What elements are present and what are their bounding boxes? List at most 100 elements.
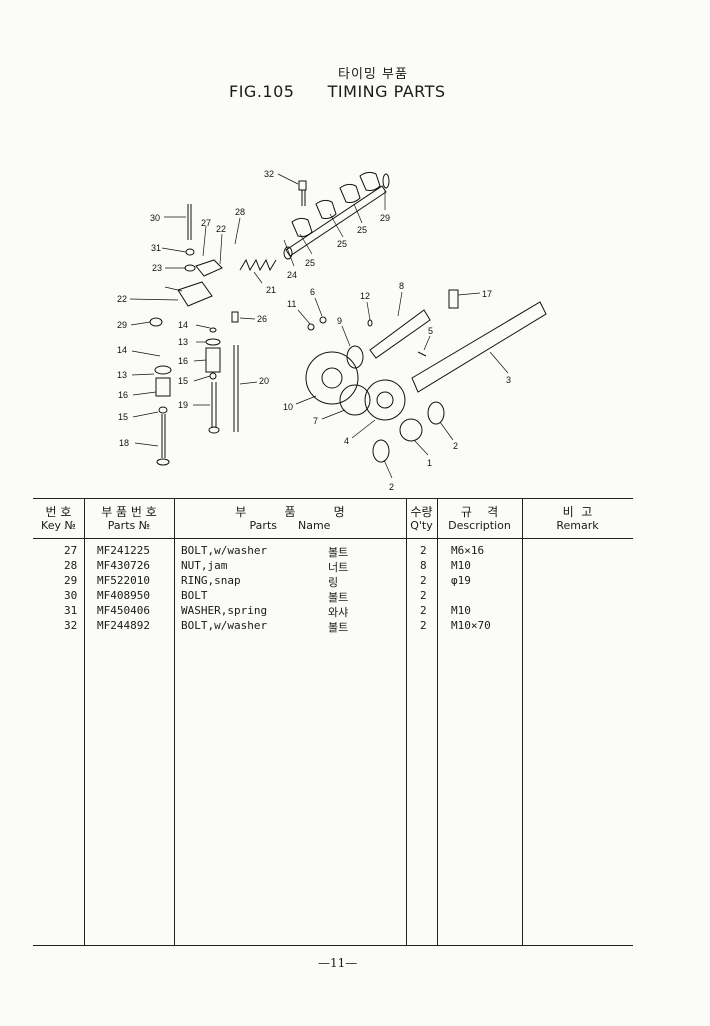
callout-4: 4 — [344, 436, 349, 446]
cell-name-ko: 볼트 — [328, 621, 349, 634]
cell-part-no: MF244892 — [97, 619, 150, 632]
callout-29b: 29 — [117, 320, 127, 330]
cell-qty: 2 — [420, 589, 427, 602]
small-bolts-drawing — [307, 316, 327, 331]
gear-train-drawing — [305, 345, 445, 463]
header-parts-ko: 부 품 번 호 — [101, 505, 157, 519]
cell-key: 32 — [64, 619, 78, 632]
callout-15b: 15 — [118, 412, 128, 422]
col-divider-5 — [522, 499, 523, 946]
header-key-en: Key № — [41, 519, 76, 532]
header-key-ko: 번 호 — [45, 505, 72, 519]
cell-qty: 2 — [420, 574, 427, 587]
callout-26: 26 — [257, 314, 267, 324]
callout-2b: 2 — [389, 482, 394, 492]
cell-name: BOLT,w/washer — [181, 544, 268, 557]
cell-name: WASHER,spring — [181, 604, 268, 617]
cell-desc: M10×70 — [451, 619, 491, 632]
callout-19: 19 — [178, 400, 188, 410]
col-divider-1 — [84, 499, 85, 946]
header-remark-ko: 비 고 — [562, 505, 593, 519]
cell-name-ko: 링 — [328, 576, 339, 589]
callout-14b: 14 — [117, 345, 127, 355]
callout-25: 25 — [305, 258, 315, 268]
exploded-parts-diagram: 32 30 27 28 22 31 23 21 24 25 25 29 25 2… — [117, 169, 547, 492]
cell-name: BOLT — [181, 589, 208, 602]
figure-name: TIMING PARTS — [327, 82, 446, 101]
callout-12: 12 — [360, 291, 370, 301]
cell-part-no: MF241225 — [97, 544, 150, 557]
callout-3: 3 — [506, 375, 511, 385]
table-header-rule — [33, 538, 633, 539]
cell-name: NUT,jam — [181, 559, 228, 572]
callout-23: 23 — [152, 263, 162, 273]
cell-qty: 2 — [420, 544, 427, 557]
callout-8: 8 — [399, 281, 404, 291]
callout-14: 14 — [178, 320, 188, 330]
cell-desc: φ19 — [451, 574, 471, 587]
callout-1: 1 — [427, 458, 432, 468]
callout-6: 6 — [310, 287, 315, 297]
cell-key: 28 — [64, 559, 78, 572]
callout-11: 11 — [287, 299, 296, 309]
cell-qty: 2 — [420, 604, 427, 617]
callout-21: 21 — [266, 285, 276, 295]
callout-10: 10 — [283, 402, 293, 412]
cell-part-no: MF430726 — [97, 559, 150, 572]
header-parts-en: Parts № — [107, 519, 151, 532]
callout-16: 16 — [178, 356, 188, 366]
valve-train-drawing — [149, 204, 239, 466]
cell-key: 27 — [64, 544, 78, 557]
callout-2: 2 — [453, 441, 458, 451]
callout-27: 27 — [201, 218, 211, 228]
cell-name: BOLT,w/washer — [181, 619, 268, 632]
callout-31: 31 — [151, 243, 161, 253]
camshaft-drawing — [367, 289, 547, 393]
page-number: —11— — [318, 956, 358, 970]
table-top-rule — [33, 498, 633, 499]
bolt-32-drawing — [298, 180, 307, 206]
cell-name-ko: 볼트 — [328, 591, 349, 604]
callout-numbers: 32 30 27 28 22 31 23 21 24 25 25 29 25 2… — [117, 169, 511, 492]
callout-9: 9 — [337, 316, 342, 326]
col-divider-4 — [437, 499, 438, 946]
cell-qty: 8 — [420, 559, 427, 572]
cell-desc: M10 — [451, 559, 471, 572]
callout-16b: 16 — [118, 390, 128, 400]
col-divider-2 — [174, 499, 175, 946]
col-divider-3 — [406, 499, 407, 946]
cell-key: 31 — [64, 604, 78, 617]
cell-name-ko: 볼트 — [328, 546, 349, 559]
title-korean: 타이밍 부품 — [338, 67, 408, 82]
callout-22b: 22 — [117, 294, 127, 304]
cell-qty: 2 — [420, 619, 427, 632]
cell-key: 30 — [64, 589, 78, 602]
figure-number: FIG.105 — [229, 82, 295, 101]
cell-name-ko: 너트 — [328, 561, 349, 574]
callout-32: 32 — [264, 169, 274, 179]
header-name-ko: 부 품 명 — [235, 505, 345, 519]
cell-name-ko: 와샤 — [328, 606, 349, 619]
cell-desc: M10 — [451, 604, 471, 617]
callout-18: 18 — [119, 438, 129, 448]
callout-5: 5 — [428, 326, 433, 336]
callout-20: 20 — [259, 376, 269, 386]
callout-25c: 25 — [357, 225, 367, 235]
callout-15: 15 — [178, 376, 188, 386]
header-desc-ko: 규 격 — [460, 505, 499, 519]
header-name-en: Parts Name — [249, 519, 331, 532]
cell-desc: M6×16 — [451, 544, 485, 557]
callout-13b: 13 — [117, 370, 127, 380]
header-desc-en: Description — [448, 519, 511, 532]
cell-part-no: MF450406 — [97, 604, 150, 617]
callout-17: 17 — [482, 289, 492, 299]
header-qty-ko: 수량 — [410, 505, 433, 519]
callout-22: 22 — [216, 224, 226, 234]
callout-30: 30 — [150, 213, 160, 223]
callout-29: 29 — [380, 213, 390, 223]
leader-lines — [129, 173, 509, 479]
callout-7: 7 — [313, 416, 318, 426]
cell-key: 29 — [64, 574, 78, 587]
callout-24: 24 — [287, 270, 297, 280]
spring-21-drawing — [239, 258, 277, 272]
